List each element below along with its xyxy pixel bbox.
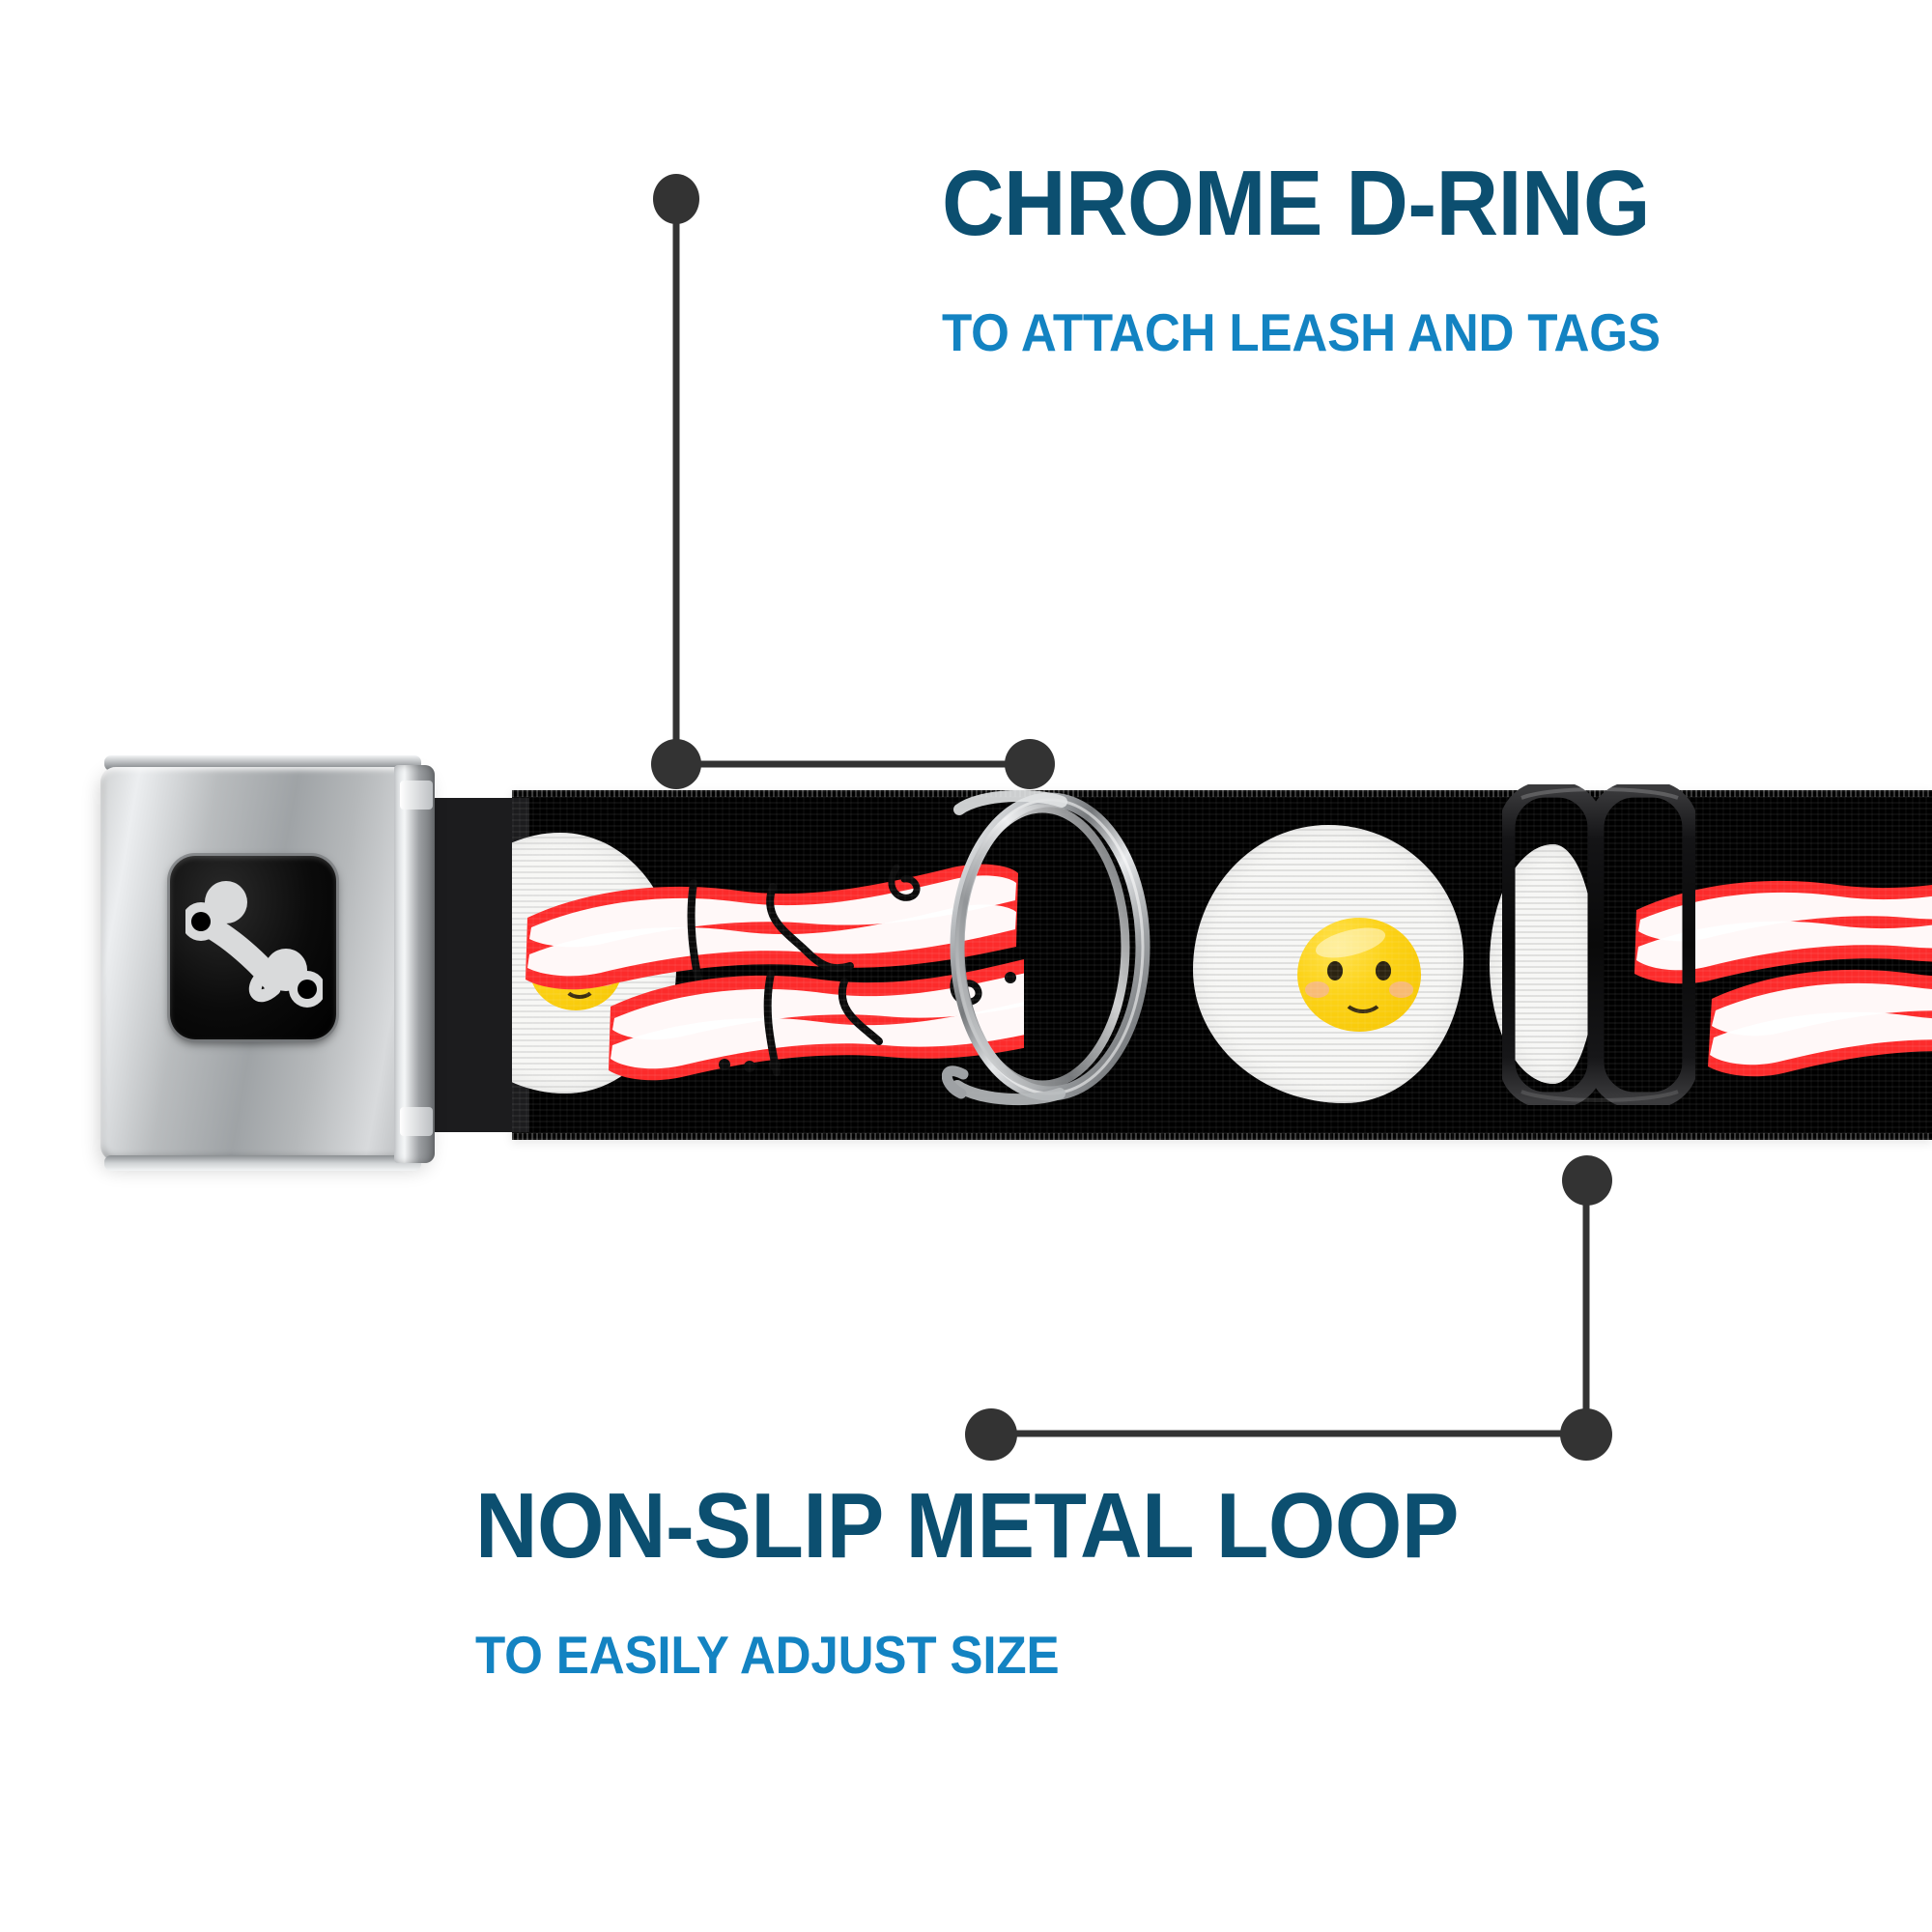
pattern-bacon <box>526 864 1024 1081</box>
buckle-clamp-jaw <box>394 765 435 1163</box>
callout-title-non-slip-metal-loop: NON-SLIP METAL LOOP <box>475 1474 1459 1577</box>
collar-strap <box>512 790 1932 1140</box>
buckle-face-plate <box>170 856 336 1039</box>
dog-bone-icon <box>185 881 323 1008</box>
callout-subtitle-chrome-d-ring: TO ATTACH LEASH AND TAGS <box>942 302 1661 362</box>
leader-dot-dring-target <box>1005 739 1055 789</box>
strap-bottom-edge <box>512 1133 1932 1140</box>
egg-mouth <box>562 972 597 999</box>
pattern-bacon <box>1634 880 1932 1077</box>
egg-cheek-right <box>1388 981 1414 998</box>
egg-cheek-left <box>1304 981 1330 998</box>
buckle-jaw-notch-bottom <box>400 1107 433 1136</box>
leader-dot-loop-target <box>1562 1155 1612 1206</box>
buckle-bottom-rim <box>104 1155 421 1171</box>
seatbelt-buckle[interactable] <box>100 755 435 1173</box>
callout-title-chrome-d-ring: CHROME D-RING <box>942 152 1650 255</box>
egg-yolk <box>1297 918 1421 1032</box>
egg-eye-left <box>1326 960 1344 980</box>
egg-eye-right <box>1375 960 1392 980</box>
leader-dot-loop-end <box>965 1408 1017 1461</box>
pattern-egg <box>1193 825 1463 1103</box>
leader-line-non-slip-metal-loop <box>990 1180 1590 1437</box>
metal-loop <box>1502 784 1695 1105</box>
leader-line-chrome-d-ring <box>672 198 1030 768</box>
buckle-jaw-notch-top <box>400 781 433 810</box>
egg-mouth <box>1342 980 1384 1013</box>
callout-subtitle-non-slip-metal-loop: TO EASILY ADJUST SIZE <box>475 1625 1060 1685</box>
leader-dot-loop-corner <box>1560 1408 1612 1461</box>
yolk-highlight <box>1312 922 1389 964</box>
leader-dot-dring-corner <box>651 739 701 789</box>
strap-top-edge <box>512 790 1932 797</box>
leader-dot-dring-top <box>653 174 699 224</box>
